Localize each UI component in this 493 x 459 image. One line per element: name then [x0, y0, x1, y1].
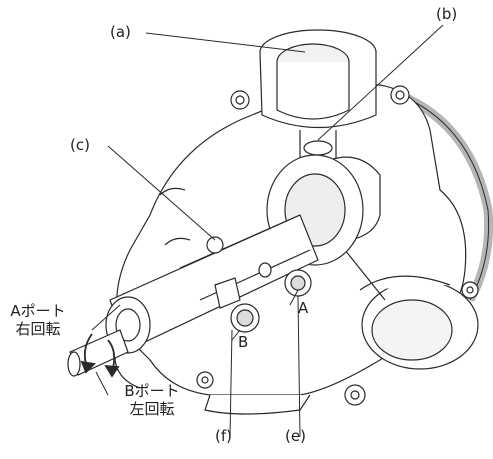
spool-shaft [67, 214, 319, 377]
port-b-title: Bポート [124, 382, 180, 400]
label-a: (a) [110, 23, 131, 41]
top-piston [259, 29, 377, 166]
port-a-title: Aポート [10, 302, 66, 320]
label-f: (f) [215, 427, 232, 445]
gear-ring [390, 87, 493, 303]
leader-lines [91, 24, 444, 438]
label-e: (e) [285, 427, 306, 445]
rotation-arrows [80, 333, 120, 378]
port-a-marker: A [298, 299, 309, 317]
label-c: (c) [70, 136, 90, 154]
port-b-marker: B [238, 333, 249, 351]
port-a-caption: Aポート 右回転 [0, 302, 76, 338]
port-b-caption: Bポート 左回転 [112, 382, 192, 418]
label-b: (b) [436, 5, 458, 23]
port-b-action: 左回転 [129, 400, 175, 418]
port-holes [230, 269, 312, 333]
port-a-action: 右回転 [15, 320, 61, 338]
